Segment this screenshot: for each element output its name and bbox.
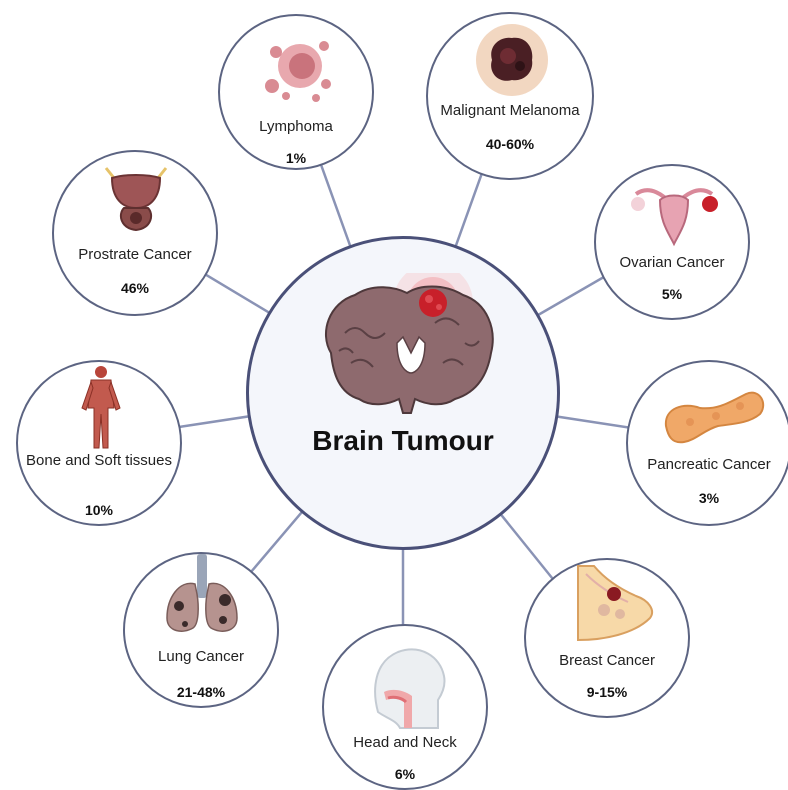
prostate-icon — [98, 162, 174, 238]
node-label: Breast Cancer — [534, 652, 680, 670]
node-lymphoma: Lymphoma 1% — [218, 14, 374, 170]
head-and-neck-icon — [364, 642, 450, 732]
node-value: 46% — [54, 280, 216, 296]
node-bone-and-soft-tissues: Bone and Soft tissues 10% — [16, 360, 182, 526]
breast-tissue-icon — [574, 564, 658, 642]
node-head-and-neck: Head and Neck 6% — [322, 624, 488, 790]
node-value: 1% — [220, 150, 372, 166]
node-label: Head and Neck — [332, 734, 478, 752]
lungs-icon — [159, 554, 245, 640]
node-value: 40-60% — [428, 136, 592, 152]
node-value: 21-48% — [125, 684, 277, 700]
muscular-body-icon — [76, 364, 126, 450]
node-label: Malignant Melanoma — [436, 102, 584, 120]
node-pancreatic-cancer: Pancreatic Cancer 3% — [626, 360, 788, 526]
node-label: Prostrate Cancer — [62, 246, 208, 264]
center-title: Brain Tumour — [249, 425, 557, 457]
node-value: 6% — [324, 766, 486, 782]
brain-illustration — [315, 273, 501, 423]
node-value: 5% — [596, 286, 748, 302]
pancreas-icon — [660, 380, 768, 450]
node-prostrate-cancer: Prostrate Cancer 46% — [52, 150, 218, 316]
node-label: Bone and Soft tissues — [26, 452, 172, 470]
melanoma-icon — [474, 22, 550, 98]
node-label: Ovarian Cancer — [604, 254, 740, 272]
uterus-icon — [624, 174, 724, 248]
lymphoma-cells-icon — [262, 32, 334, 104]
node-value: 9-15% — [526, 684, 688, 700]
node-value: 3% — [628, 490, 788, 506]
node-ovarian-cancer: Ovarian Cancer 5% — [594, 164, 750, 320]
node-value: 10% — [18, 502, 180, 518]
node-malignant-melanoma: Malignant Melanoma 40-60% — [426, 12, 594, 180]
node-label: Pancreatic Cancer — [636, 456, 782, 474]
node-label: Lung Cancer — [133, 648, 269, 666]
node-breast-cancer: Breast Cancer 9-15% — [524, 558, 690, 718]
node-lung-cancer: Lung Cancer 21-48% — [123, 552, 279, 708]
center-brain-tumour: Brain Tumour — [246, 236, 560, 550]
node-label: Lymphoma — [228, 118, 364, 136]
